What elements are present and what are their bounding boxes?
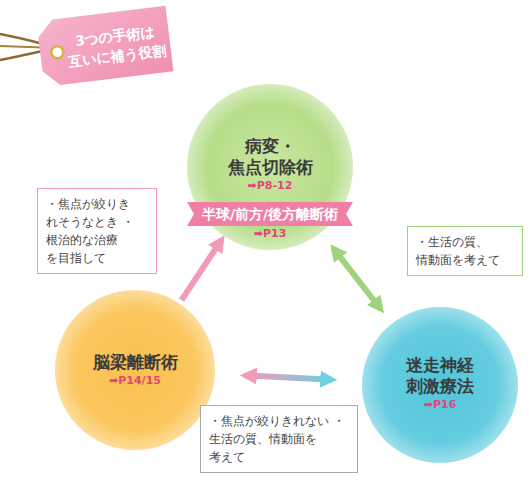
connector-arrow xyxy=(182,239,222,300)
procedure-circle: 迷走神経 刺激療法➡P16 xyxy=(362,307,518,463)
page-reference: ➡P8-12 xyxy=(248,178,293,194)
page-reference: ➡P14/15 xyxy=(109,373,161,389)
ribbon-band: 半球/前方/後方離断術➡P13 xyxy=(187,202,353,246)
page-reference: ➡P13 xyxy=(254,226,287,242)
note-text: ・焦点が絞りき れそうなとき ・根治的な治療 を目指して xyxy=(46,195,148,267)
node-title: 半球/前方/後方離断術 xyxy=(202,202,338,226)
procedure-circle: 病変・ 焦点切除術➡P8-12 半球/前方/後方離断術➡P13 xyxy=(187,84,353,250)
note-box: ・生活の質、 情動面を考えて xyxy=(407,226,523,276)
note-box: ・焦点が絞りき れそうなとき ・根治的な治療 を目指して xyxy=(37,188,157,274)
note-text: ・生活の質、 情動面を考えて xyxy=(416,233,514,269)
node-content: 迷走神経 刺激療法➡P16 xyxy=(362,355,518,413)
node-content: 半球/前方/後方離断術➡P13 xyxy=(187,202,353,242)
note-text: ・焦点が絞りきれない ・生活の質、情動面を 考えて xyxy=(209,412,349,466)
double-arrow xyxy=(333,248,381,309)
tag-shape xyxy=(36,6,173,87)
double-arrow xyxy=(245,375,332,379)
procedure-circle: 脳梁離断術➡P14/15 xyxy=(55,290,215,450)
node-content: 病変・ 焦点切除術➡P8-12 xyxy=(187,136,353,194)
node-title: 迷走神経 刺激療法 xyxy=(395,355,485,397)
node-title: 脳梁離断術 xyxy=(93,352,178,373)
page-reference: ➡P16 xyxy=(424,397,457,413)
node-content: 脳梁離断術➡P14/15 xyxy=(55,352,215,389)
node-title: 病変・ 焦点切除術 xyxy=(220,136,320,178)
note-box: ・焦点が絞りきれない ・生活の質、情動面を 考えて xyxy=(200,405,358,473)
